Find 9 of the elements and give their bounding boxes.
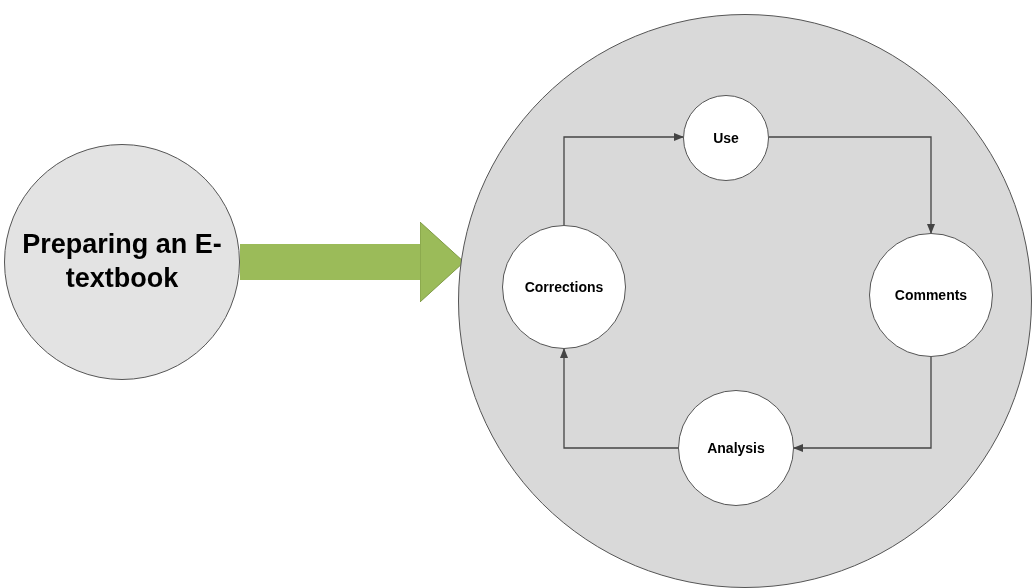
arrow	[793, 356, 932, 452]
arrow	[560, 348, 679, 449]
process-circle: Use	[683, 95, 769, 181]
process-circle: Analysis	[678, 390, 794, 506]
arrow	[768, 136, 935, 234]
process-circle: Preparing an E-textbook	[4, 144, 240, 380]
process-circle: Comments	[869, 233, 993, 357]
arrow	[563, 133, 684, 226]
process-circle: Corrections	[502, 225, 626, 349]
